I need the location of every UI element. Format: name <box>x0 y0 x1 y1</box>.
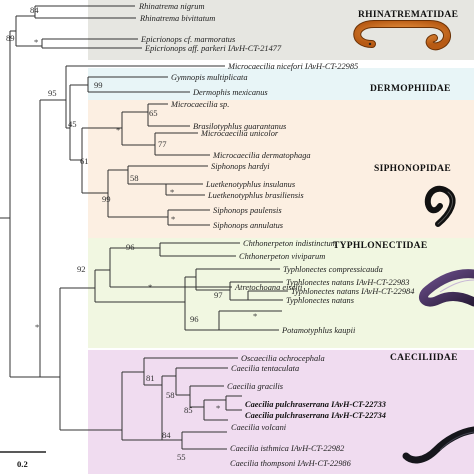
support-value: * <box>116 125 120 135</box>
siphonopidae-panel <box>88 100 474 238</box>
support-value: 58 <box>166 390 175 400</box>
taxon-label: Typhlonectes natans IAvH-CT-22983 <box>286 278 409 287</box>
support-value: 97 <box>214 290 223 300</box>
taxon-label: Rhinatrema bivittatum <box>139 14 215 23</box>
taxon-label-highlight: Caecilia pulchraserrana IAvH-CT-22733 <box>245 400 386 409</box>
taxon-label: Brasilotyphlus guarantanus <box>193 122 286 131</box>
support-value: 95 <box>48 88 57 98</box>
taxon-label: Luetkenotyphlus brasiliensis <box>207 191 304 200</box>
taxon-label: Microcaecilia dermatophaga <box>212 151 311 160</box>
tree-branches <box>0 5 288 450</box>
family-label-siphonopidae: SIPHONOPIDAE <box>374 164 451 174</box>
taxon-label: Dermophis mexicanus <box>192 88 268 97</box>
support-value: 89 <box>6 33 15 43</box>
taxon-label: Caecilia isthmica IAvH-CT-22982 <box>230 444 344 453</box>
family-label-rhinatrematidae: RHINATREMATIDAE <box>358 10 458 20</box>
support-value: * <box>171 214 175 224</box>
family-label-dermophiidae: DERMOPHIIDAE <box>370 84 451 94</box>
support-value: * <box>170 187 174 197</box>
taxon-label: Caecilia thompsoni IAvH-CT-22986 <box>230 459 352 468</box>
taxon-label: Caecilia tentaculata <box>231 364 299 373</box>
taxon-label: Chthonerpeton indistinctum <box>243 239 337 248</box>
taxon-label: Caecilia volcani <box>231 423 287 432</box>
taxon-label: Atretochoana eiselti <box>234 283 303 292</box>
taxon-label: Microcaecilia unicolor <box>200 129 279 138</box>
taxon-label: Siphonops annulatus <box>213 221 283 230</box>
caeciliidae-panel <box>88 350 474 474</box>
taxon-label: Oscaecilia ochrocephala <box>241 354 325 363</box>
taxon-label: Typhlonectes natans <box>286 296 354 305</box>
taxon-label: Siphonops paulensis <box>213 206 282 215</box>
support-value: * <box>253 311 257 321</box>
taxon-label: Epicrionops aff. parkeri IAvH-CT-21477 <box>144 44 282 53</box>
taxon-label: Siphonops hardyi <box>211 162 270 171</box>
support-value: 81 <box>146 373 155 383</box>
support-value: 92 <box>77 264 86 274</box>
orange-caecilian-photo-icon <box>353 20 451 51</box>
taxon-label: Typhlonectes compressicauda <box>283 265 383 274</box>
taxon-label: Microcaecilia nicefori IAvH-CT-22985 <box>227 62 358 71</box>
support-value: * <box>216 403 220 413</box>
support-value: 58 <box>130 173 139 183</box>
support-value: 99 <box>102 194 111 204</box>
family-label-caeciliidae: CAECILIIDAE <box>390 353 458 363</box>
support-value: 84 <box>162 430 171 440</box>
support-value: 45 <box>68 119 77 129</box>
taxon-label: Chthonerpeton viviparum <box>239 252 325 261</box>
taxon-label: Caecilia gracilis <box>227 382 283 391</box>
support-value: 99 <box>94 80 103 90</box>
support-value: * <box>34 37 38 47</box>
scale-bar-label: 0.2 <box>17 459 28 469</box>
taxon-label: Luetkenotyphlus insulanus <box>205 180 295 189</box>
typhlonectidae-panel <box>88 238 474 348</box>
support-value: 77 <box>158 139 167 149</box>
taxon-label: Potamotyphlus kaupii <box>281 326 356 335</box>
family-label-typhlonectidae: TYPHLONECTIDAE <box>333 241 427 251</box>
support-value: 96 <box>190 314 199 324</box>
taxon-label: Typhlonectes natans IAvH-CT-22984 <box>291 287 414 296</box>
support-value: 84 <box>30 5 39 15</box>
support-value: 96 <box>126 242 135 252</box>
dark-caecilian-photo-icon <box>402 426 474 464</box>
taxon-label: Microcaecilia sp. <box>170 100 229 109</box>
taxon-label: Rhinatrema nigrum <box>138 2 205 11</box>
rhinatrematidae-panel <box>88 0 474 60</box>
taxon-label: Gymnopis multiplicata <box>171 73 248 82</box>
purple-caecilian-photo-icon <box>419 269 474 307</box>
dermophiidae-panel <box>88 68 474 100</box>
taxon-label: Epicrionops cf. marmoratus <box>140 35 235 44</box>
support-value: 61 <box>80 156 89 166</box>
support-value: * <box>35 322 39 332</box>
support-value: * <box>148 282 152 292</box>
support-value: 65 <box>149 108 158 118</box>
black-coiled-caecilian-photo-icon <box>424 185 456 227</box>
taxon-label-highlight: Caecilia pulchraserrana IAvH-CT-22734 <box>245 411 386 420</box>
support-value: 55 <box>177 452 186 462</box>
support-value: 85 <box>184 405 193 415</box>
